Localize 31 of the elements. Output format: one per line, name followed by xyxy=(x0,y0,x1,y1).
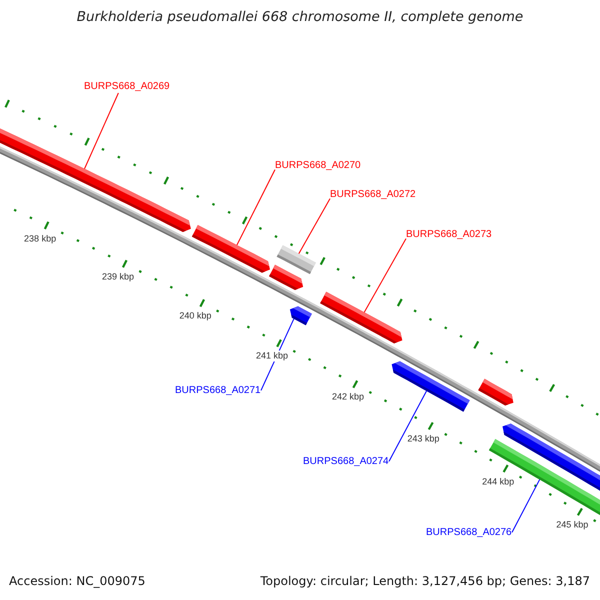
scale-label: 243 kbp xyxy=(407,434,440,445)
scale-label: 242 kbp xyxy=(332,392,364,403)
gene-bar xyxy=(269,264,304,290)
gene-label: BURPS668_A0273 xyxy=(406,229,492,241)
accession-label: Accession: NC_009075 xyxy=(9,574,146,588)
diagram-title: Burkholderia pseudomallei 668 chromosome II, complete genome xyxy=(76,9,524,25)
gene-label: BURPS668_A0269 xyxy=(84,81,170,93)
gene-bar xyxy=(0,128,191,232)
scale-label: 245 kbp xyxy=(556,519,588,530)
leader-line xyxy=(388,390,427,462)
gene-label: BURPS668_A0271 xyxy=(175,385,261,397)
scale-label: 244 kbp xyxy=(482,476,514,488)
scale-label: 241 kbp xyxy=(256,350,288,362)
gene-bar xyxy=(392,361,470,412)
leader-line xyxy=(512,479,540,533)
gene-bar xyxy=(192,225,270,273)
genome-summary: Topology: circular; Length: 3,127,456 bp; Genes: 3,187 xyxy=(260,574,590,588)
leader-line xyxy=(298,198,330,254)
gene-label: BURPS668_A0270 xyxy=(275,160,361,172)
leader-line xyxy=(84,92,119,170)
gene-label: BURPS668_A0272 xyxy=(330,189,416,201)
gene-bar xyxy=(290,306,312,326)
gene-bar xyxy=(320,292,402,344)
scale-label: 240 kbp xyxy=(179,310,212,322)
gene-bar xyxy=(478,378,514,406)
scale-label: 239 kbp xyxy=(102,272,134,283)
gene-label: BURPS668_A0274 xyxy=(303,456,389,468)
scale-label: 238 kbp xyxy=(24,233,56,244)
gene-label: BURPS668_A0276 xyxy=(426,527,512,539)
leader-line xyxy=(364,238,406,313)
leader-line xyxy=(236,169,276,246)
